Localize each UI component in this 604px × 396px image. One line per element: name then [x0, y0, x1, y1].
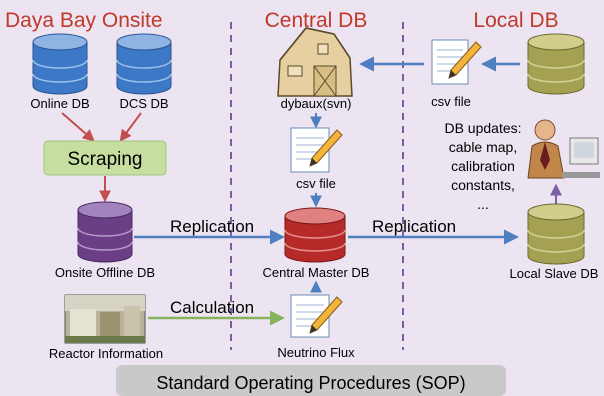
sop-footer-label: Standard Operating Procedures (SOP) [156, 373, 465, 393]
online-db-label: Online DB [30, 96, 89, 111]
scraping-box [43, 140, 167, 176]
dcs-db-label: DCS DB [119, 96, 168, 111]
central-master-db-cylinder-icon [284, 207, 346, 263]
arrow-dcs-to-scraping [119, 112, 142, 142]
replication-right-label: Replication [372, 217, 456, 236]
central-master-db-label: Central Master DB [263, 265, 370, 280]
reactor-photo-icon [64, 294, 146, 344]
db-updates-line: ... [477, 196, 489, 212]
calculation-label: Calculation [170, 298, 254, 317]
neutrino-flux-file-icon [290, 294, 343, 338]
db-updates-line: cable map, [449, 139, 517, 155]
csv-file-local-icon [431, 39, 482, 85]
db-updates-line: calibration [451, 158, 515, 174]
header-central: Central DB [265, 9, 368, 32]
dybaux-label: dybaux(svn) [281, 96, 352, 111]
onsite-offline-db-label: Onsite Offline DB [55, 265, 155, 280]
replication-left-label: Replication [170, 217, 254, 236]
scraping-label: Scraping [68, 149, 143, 170]
reactor-info-label: Reactor Information [49, 346, 163, 361]
barn-icon [277, 27, 353, 97]
person-at-computer-icon [527, 119, 600, 179]
neutrino-flux-label: Neutrino Flux [277, 345, 355, 360]
db-updates-line: constants, [451, 177, 515, 193]
local-db-top-cylinder-icon [527, 33, 585, 95]
onsite-offline-db-cylinder-icon [77, 201, 133, 263]
db-updates-line: DB updates: [444, 120, 521, 136]
arrow-online-to-scraping [61, 112, 95, 142]
online-db-cylinder-icon [32, 33, 88, 95]
db-updates-list: DB updates: cable map, calibration const… [444, 120, 521, 212]
local-slave-db-cylinder-icon [527, 203, 585, 265]
header-onsite: Daya Bay Onsite [5, 9, 163, 32]
csv-file-central-label: csv file [296, 176, 336, 191]
local-slave-db-label: Local Slave DB [510, 266, 599, 281]
dcs-db-cylinder-icon [116, 33, 172, 95]
csv-file-central-icon [290, 127, 343, 173]
sop-footer-bar [116, 365, 506, 396]
header-local: Local DB [473, 9, 558, 32]
csv-file-local-label: csv file [431, 94, 471, 109]
